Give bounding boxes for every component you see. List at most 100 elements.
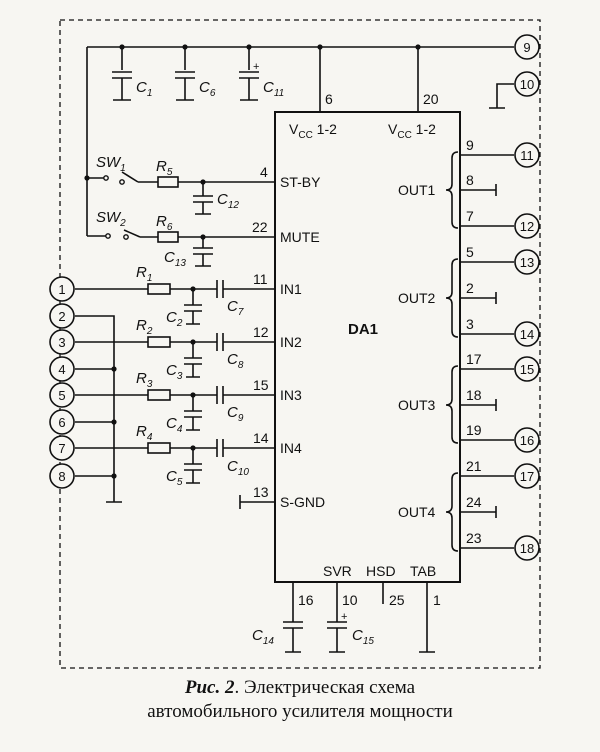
resistor-r4 (147, 442, 171, 454)
pin-label-tab: TAB (410, 563, 436, 579)
label-c9: C9 (227, 404, 244, 424)
pin-label-out2: OUT2 (398, 290, 436, 306)
label-c8: C8 (227, 351, 244, 371)
label-c11: C11 (263, 79, 284, 99)
standby-line (87, 171, 275, 183)
pin-num-20: 20 (423, 91, 439, 107)
pin-label-in4: IN4 (280, 440, 302, 456)
pin-label-in2: IN2 (280, 334, 302, 350)
pin10-ground (489, 83, 514, 109)
c15-plus-mark: + (341, 611, 347, 623)
pin-num-21: 21 (466, 458, 482, 474)
out4-brace (445, 472, 459, 552)
connector-left-4-label: 4 (58, 362, 65, 377)
pin-num-10: 10 (342, 592, 358, 608)
connector-right-15-label: 15 (520, 362, 534, 377)
label-c12: C12 (217, 191, 239, 211)
pin-label-stby: ST-BY (280, 174, 321, 190)
pin-label-in3: IN3 (280, 387, 302, 403)
svr-pin16 (283, 582, 303, 653)
label-c7: C7 (227, 298, 244, 318)
ic-body (274, 111, 461, 583)
resistor-r2 (147, 336, 171, 348)
pin-num-5: 5 (466, 244, 474, 260)
connector-right-11 (514, 142, 540, 168)
connector-left-2-label: 2 (58, 309, 65, 324)
figure-caption: Рис. 2. Электрическая схема автомобильно… (0, 676, 600, 724)
connector-right-12-label: 12 (520, 219, 534, 234)
resistor-r5 (157, 176, 179, 188)
figure-number: Рис. 2 (184, 677, 235, 698)
connector-right-11-label: 11 (520, 148, 534, 163)
out1-lines (460, 154, 514, 227)
vcc-left-label: VCC 1-2 (289, 121, 337, 141)
out2-brace (445, 258, 459, 338)
capacitor-c11 (239, 71, 259, 101)
pin-num-13: 13 (253, 484, 269, 500)
resistor-r6 (157, 231, 179, 243)
pin-num-25: 25 (389, 592, 405, 608)
connector-left-1 (49, 276, 75, 302)
pin-num-7: 7 (466, 208, 474, 224)
connector-right-9-label: 9 (523, 40, 530, 55)
pin-label-in1: IN1 (280, 281, 302, 297)
connector-left-5 (49, 382, 75, 408)
out1-brace (445, 151, 459, 229)
connector-right-18-label: 18 (520, 541, 534, 556)
sw2-contact-b (123, 234, 129, 240)
connector-right-10-label: 10 (520, 77, 534, 92)
label-r6: R6 (156, 213, 173, 233)
label-r3: R3 (136, 370, 153, 390)
dashed-board-outline (59, 19, 541, 669)
connector-left-4 (49, 356, 75, 382)
pin-num-2: 2 (466, 280, 474, 296)
pin-num-4: 4 (260, 164, 268, 180)
pin-label-hsd: HSD (366, 563, 396, 579)
label-r5: R5 (156, 158, 173, 178)
pin-num-9: 9 (466, 137, 474, 153)
schematic-diagram: 1 2 3 4 5 6 7 8 9 10 11 12 13 14 15 16 1… (49, 19, 541, 669)
capacitor-c5 (184, 448, 202, 484)
pin-num-18: 18 (466, 387, 482, 403)
sw1-contact-a (103, 175, 109, 181)
connector-left-7 (49, 435, 75, 461)
capacitor-c3 (184, 342, 202, 378)
pin-label-svr: SVR (323, 563, 352, 579)
pin-num-24: 24 (466, 494, 482, 510)
pin-num-8: 8 (466, 172, 474, 188)
connector-right-13-label: 13 (520, 255, 534, 270)
connector-right-9 (514, 34, 540, 60)
connector-right-17-label: 17 (520, 469, 534, 484)
pin-num-15: 15 (253, 377, 269, 393)
connector-right-17 (514, 463, 540, 489)
pin-num-11: 11 (253, 271, 268, 287)
pin-num-3: 3 (466, 316, 474, 332)
label-c13: C13 (164, 249, 186, 269)
capacitor-c2 (184, 289, 202, 325)
chip-name: DA1 (348, 321, 378, 338)
pin-num-16: 16 (298, 592, 314, 608)
tab-pin1 (419, 582, 435, 653)
pin-num-1: 1 (433, 592, 441, 608)
label-r4: R4 (136, 423, 153, 443)
pin-label-sgnd: S-GND (280, 494, 325, 510)
label-sw1: SW1 (96, 154, 126, 174)
connector-right-13 (514, 249, 540, 275)
out2-lines (460, 261, 514, 335)
connector-left-3-label: 3 (58, 335, 65, 350)
connector-right-14-label: 14 (520, 327, 534, 342)
connector-right-15 (514, 356, 540, 382)
resistor-r3 (147, 389, 171, 401)
capacitor-c7 (216, 280, 224, 298)
mute-line (87, 229, 275, 238)
label-c6: C6 (199, 79, 216, 99)
connector-right-12 (514, 213, 540, 239)
label-c2: C2 (166, 309, 183, 329)
caption-line1: . Электрическая схема (234, 677, 416, 698)
connector-right-18 (514, 535, 540, 561)
connector-right-16-label: 16 (520, 433, 534, 448)
capacitor-c10 (216, 439, 224, 457)
resistor-r1 (147, 283, 171, 295)
label-c5: C5 (166, 468, 183, 488)
label-r1: R1 (136, 264, 152, 284)
